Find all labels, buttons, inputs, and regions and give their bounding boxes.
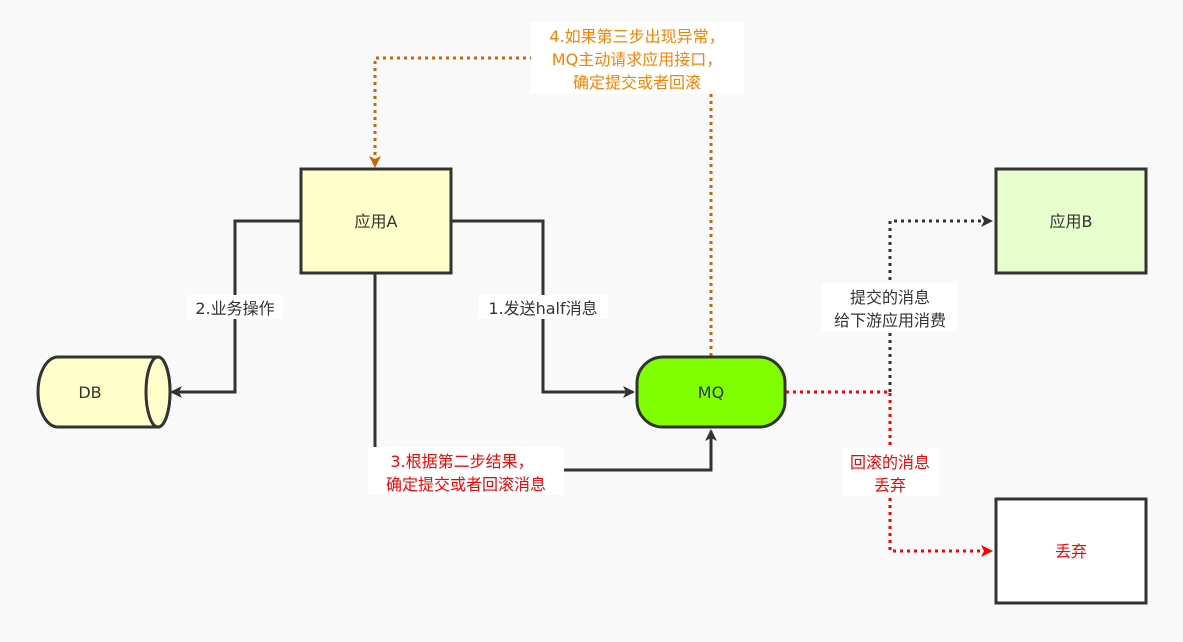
label-step3-line2: 确定提交或者回滚消息: [386, 475, 546, 494]
label-step4-line3: 确定提交或者回滚: [573, 73, 701, 92]
node-discard[interactable]: 丢弃: [994, 497, 1148, 605]
node-mq-label: MQ: [698, 383, 724, 402]
label-step2: 2.业务操作: [187, 295, 283, 319]
node-app-b[interactable]: 应用B: [994, 167, 1148, 275]
node-db-label: DB: [78, 383, 101, 402]
node-discard-label: 丢弃: [1055, 542, 1087, 561]
label-step3-line1: 3.根据第二步结果，: [390, 452, 533, 471]
edge-commit-to-app-b: [888, 215, 993, 392]
label-commit: 提交的消息 给下游应用消费: [822, 283, 958, 331]
label-step3: 3.根据第二步结果， 确定提交或者回滚消息: [368, 447, 564, 495]
label-step1-line1: 1.发送half消息: [488, 299, 597, 318]
label-rollback-line1: 回滚的消息: [850, 453, 930, 472]
label-commit-line2: 给下游应用消费: [834, 311, 946, 330]
label-rollback-line2: 丢弃: [874, 476, 906, 495]
label-step1: 1.发送half消息: [479, 295, 608, 319]
label-commit-line1: 提交的消息: [850, 288, 930, 307]
label-step4: 4.如果第三步出现异常， MQ主动请求应用接口， 确定提交或者回滚: [531, 22, 744, 94]
label-rollback: 回滚的消息 丢弃: [842, 448, 939, 496]
node-db[interactable]: DB: [36, 355, 172, 429]
label-step4-line1: 4.如果第三步出现异常，: [549, 27, 724, 46]
node-app-a[interactable]: 应用A: [299, 167, 453, 275]
node-mq[interactable]: MQ: [635, 355, 787, 429]
label-step2-line1: 2.业务操作: [195, 299, 274, 318]
label-step4-line2: MQ主动请求应用接口，: [552, 50, 722, 69]
node-app-a-label: 应用A: [355, 212, 398, 231]
edge-check-back: [369, 56, 713, 356]
node-app-b-label: 应用B: [1050, 212, 1093, 231]
